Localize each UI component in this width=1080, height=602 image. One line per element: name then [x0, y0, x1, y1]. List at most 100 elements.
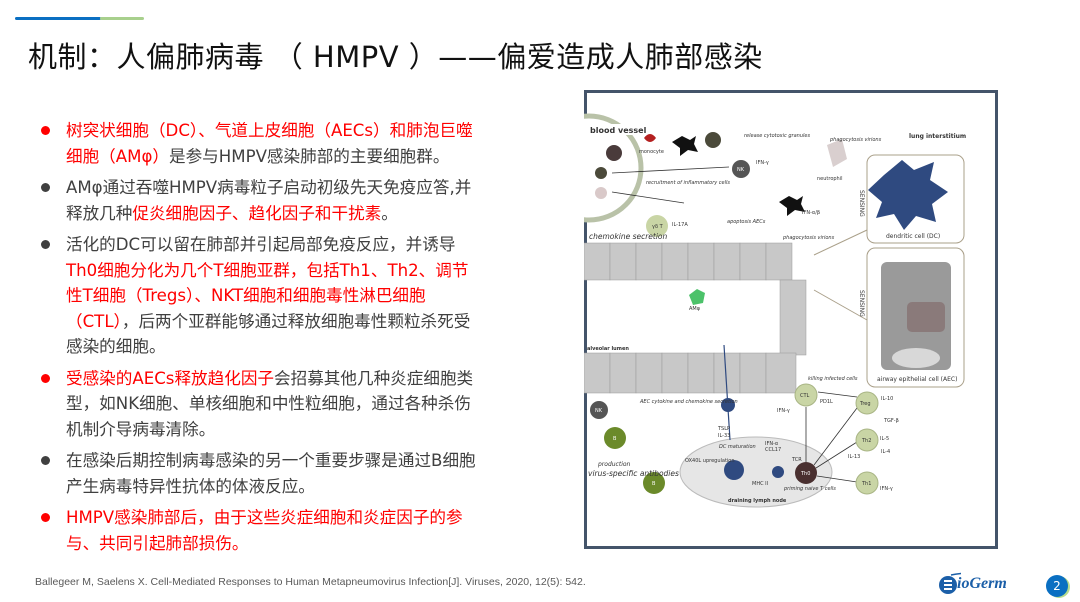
diagram-label: TGF-β — [883, 418, 899, 424]
epithelium-top — [584, 242, 807, 356]
bullet-text-segment: 。 — [381, 203, 398, 223]
alveolar-macrophage-icon — [689, 289, 705, 305]
diagram-label: TSLP — [717, 426, 730, 432]
diagram-label: MHC II — [752, 481, 768, 487]
diagram-label: OX40L upregulation — [685, 458, 735, 464]
nucleus-icon — [892, 348, 940, 368]
diagram-label: phagocytosis virions — [782, 235, 835, 241]
diagram-label: SENSING — [858, 190, 865, 217]
cell-label: NK — [595, 408, 603, 414]
endosome-icon — [907, 302, 945, 332]
dc-icon — [724, 460, 744, 480]
bullet-text-segment: ，后两个亚群能够通过释放细胞毒性颗粒杀死受感染的细胞。 — [66, 311, 471, 357]
treg-cell — [855, 391, 879, 415]
zoom-line — [813, 289, 868, 321]
t-cell-arrows — [805, 391, 858, 483]
bullet-text-segment: 在感染后期控制病毒感染的另一个重要步骤是通过B细胞产生病毒特异性抗体的体液反应。 — [66, 451, 476, 496]
diagram-label: apoptosis AECs — [727, 219, 766, 225]
diagram-label: airway epithelial cell (AEC) — [877, 376, 957, 383]
diagram-label: IL-17A — [672, 222, 688, 228]
citation: Ballegeer M, Saelens X. Cell-Mediated Re… — [35, 576, 586, 588]
ctl-cell — [794, 383, 818, 407]
title-accent-bar-green — [100, 17, 144, 20]
bullet-text-segment: 促炎细胞因子、趋化因子和干扰素 — [132, 203, 382, 223]
cell-label: CTL — [800, 393, 810, 399]
diagram-label: IFN-γ — [756, 160, 769, 166]
diagram-label: IFN-α/β — [802, 210, 820, 216]
bullet-text-segment: 受感染的AECs释放趋化因子 — [66, 368, 275, 388]
th1-cell — [855, 471, 879, 495]
bullet-text-segment: HMPV感染肺部后，由于这些炎症细胞和炎症因子的参与、共同引起肺部损伤。 — [66, 508, 463, 553]
cell-icon — [705, 132, 721, 148]
nk-cell — [732, 160, 750, 178]
b-cell — [643, 472, 665, 494]
bullet-dot-icon — [41, 513, 50, 522]
diagram-label: monocyte — [639, 149, 664, 155]
macrophage-icon — [779, 196, 805, 216]
bullet-item: AMφ通过吞噬HMPV病毒粒子启动初级先天免疫应答,并释放几种促炎细胞因子、趋化… — [40, 175, 480, 226]
diagram-label: DC maturation — [719, 444, 756, 450]
diagram-label: IFN-γ — [880, 486, 893, 492]
diagram-label: blood vessel — [590, 126, 647, 135]
cell-icon — [606, 145, 622, 161]
neutrophil-icon — [827, 139, 847, 167]
cell-label: B — [652, 481, 656, 487]
diagram-label: IL-33 — [718, 433, 730, 439]
page-number: 2 — [1046, 575, 1068, 597]
arrow — [611, 191, 685, 204]
cell-label: Treg — [859, 401, 871, 407]
diagram-label: virus-specific antibodies — [588, 469, 679, 478]
cell-label: NK — [737, 167, 745, 173]
diagram-label: SENSING — [858, 290, 865, 317]
diagram-label: draining lymph node — [728, 498, 787, 504]
cell-icon — [595, 187, 607, 199]
arrow — [611, 166, 730, 174]
bullet-item: 受感染的AECs释放趋化因子会招募其他几种炎症细胞类型，如NK细胞、单核细胞和中… — [40, 366, 480, 443]
diagram-label: alveolar lumen — [587, 346, 629, 352]
diagram-svg: blood vessel lung interstitium monocyte … — [584, 113, 966, 508]
bullet-item: 树突状细胞（DC）、气道上皮细胞（AECs）和肺泡巨噬细胞（AMφ）是参与HMP… — [40, 118, 480, 169]
immune-response-diagram: blood vessel lung interstitium monocyte … — [584, 90, 998, 549]
bullet-dot-icon — [41, 240, 50, 249]
cell-label: Th2 — [861, 438, 871, 444]
diagram-label: neutrophil — [817, 176, 843, 182]
bullet-dot-icon — [41, 373, 50, 383]
diagram-label: IL-4 — [881, 449, 890, 455]
title-accent-bar-blue — [15, 17, 101, 20]
nk-cell — [590, 401, 608, 419]
diagram-label: TCR — [791, 457, 802, 463]
zoom-line — [813, 229, 868, 256]
cell-label: B — [613, 436, 617, 442]
bullet-dot-icon — [41, 183, 50, 192]
gd-t-cell — [646, 215, 668, 237]
dc-icon — [772, 466, 784, 478]
diagram-label: phagocytosis virions — [829, 137, 882, 143]
diagram-label: IFN-γ — [777, 408, 790, 414]
bullet-item: 活化的DC可以留在肺部并引起局部免疫反应，并诱导Th0细胞分化为几个T细胞亚群，… — [40, 232, 480, 360]
bullet-text-segment: Th0细胞分化为几个T细胞亚群，包括Th1、Th2、调节性T细胞（Tregs）、… — [66, 260, 469, 331]
bullet-item: 在感染后期控制病毒感染的另一个重要步骤是通过B细胞产生病毒特异性抗体的体液反应。 — [40, 448, 480, 499]
biogerm-logo: ioGerm — [937, 571, 1022, 597]
bullet-item: HMPV感染肺部后，由于这些炎症细胞和炎症因子的参与、共同引起肺部损伤。 — [40, 505, 480, 556]
th2-cell — [855, 428, 879, 452]
diagram-label: AEC cytokine and chemokine secretion — [639, 399, 738, 405]
bullet-dot-icon — [41, 126, 50, 135]
diagram-label: lung interstitium — [909, 133, 966, 140]
label-backdrop — [588, 124, 646, 135]
slide-title: 机制：人偏肺病毒 （ HMPV ）——偏爱造成人肺部感染 — [28, 40, 763, 74]
diagram-label: priming naive T cells — [783, 486, 836, 492]
diagram-label: IL-13 — [848, 454, 860, 460]
dendritic-cell-icon — [868, 160, 948, 230]
epithelium-bottom — [584, 352, 797, 394]
diagram-label: IL-10 — [881, 396, 893, 402]
diagram-label: dendritic cell (DC) — [886, 233, 940, 240]
bullet-text-segment: 会招募其他几种炎症细胞类型，如NK细胞、单核细胞和中性粒细胞，通过各种杀伤机制介… — [66, 368, 474, 439]
cell-label: γδ T — [652, 224, 664, 230]
diagram-label: AMφ — [689, 306, 701, 312]
th0-cell — [795, 462, 817, 484]
diagram-label: recruitment of inflammatory cells — [646, 180, 730, 186]
bullet-text-segment: 树突状细胞（DC）、气道上皮细胞（AECs）和肺泡巨噬细胞（AMφ） — [66, 121, 473, 166]
diagram-label: release cytotoxic granules — [744, 133, 810, 139]
diagram-label: CCL17 — [765, 447, 781, 453]
b-cell — [604, 427, 626, 449]
